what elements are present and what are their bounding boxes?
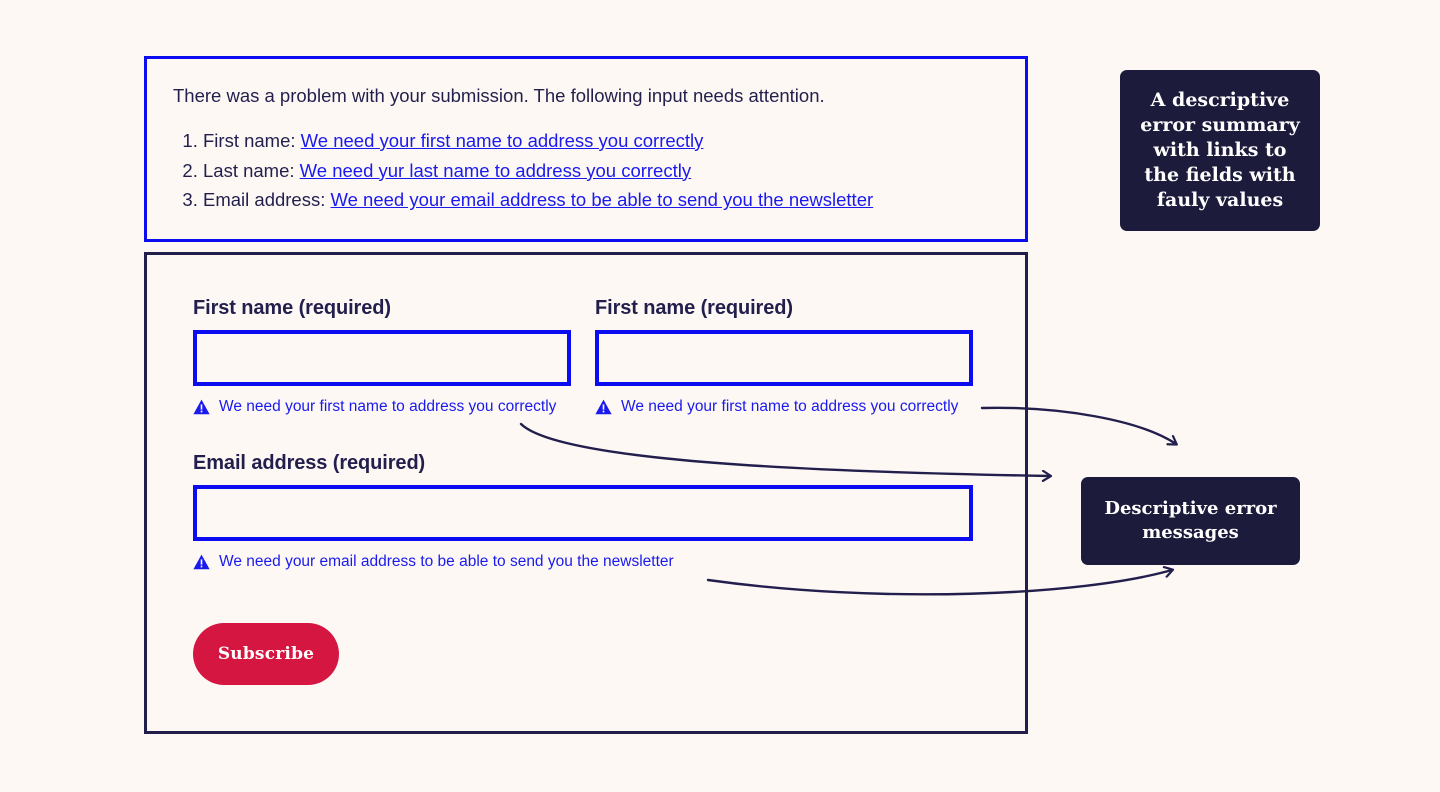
error-item-prefix: First name:: [203, 129, 296, 151]
error-message-email-address: We need your email address to be able to…: [193, 553, 973, 571]
error-summary-item: First name: We need your first name to a…: [203, 128, 999, 155]
field-last-name: First name (required) We need your first…: [595, 297, 973, 416]
label-first-name: First name (required): [193, 297, 391, 319]
name-fields-row: First name (required) We need your first…: [193, 297, 979, 416]
form-body: First name (required) We need your first…: [147, 255, 1025, 727]
error-summary-item: Email address: We need your email addres…: [203, 187, 999, 214]
warning-triangle-icon: [193, 554, 210, 570]
error-link-email[interactable]: We need your email address to be able to…: [330, 189, 874, 211]
field-first-name: First name (required) We need your first…: [193, 297, 571, 416]
input-first-name[interactable]: [193, 330, 571, 386]
field-email-address: Email address (required) We need your em…: [193, 452, 973, 571]
error-item-prefix: Last name:: [203, 159, 295, 181]
error-message-first-name: We need your first name to address you c…: [193, 398, 571, 416]
error-link-first-name[interactable]: We need your first name to address you c…: [300, 129, 704, 151]
warning-triangle-icon: [193, 399, 210, 415]
error-link-last-name[interactable]: We need yur last name to address you cor…: [299, 159, 692, 181]
error-item-prefix: Email address:: [203, 189, 326, 211]
label-email-address: Email address (required): [193, 452, 426, 474]
input-last-name[interactable]: [595, 330, 973, 386]
warning-triangle-icon: [595, 399, 612, 415]
subscribe-button[interactable]: Subscribe: [193, 623, 339, 685]
subscribe-form-card: First name (required) We need your first…: [144, 252, 1028, 734]
error-text-email-address: We need your email address to be able to…: [219, 553, 674, 570]
error-message-last-name: We need your first name to address you c…: [595, 398, 973, 416]
error-summary-intro: There was a problem with your submission…: [173, 85, 825, 106]
annotation-error-summary: A descriptive error summary with links t…: [1120, 70, 1320, 232]
annotation-error-messages: Descriptive error messages: [1081, 477, 1300, 565]
input-email-address[interactable]: [193, 485, 973, 541]
error-text-first-name: We need your first name to address you c…: [219, 398, 557, 415]
error-summary-item: Last name: We need yur last name to addr…: [203, 158, 999, 185]
error-summary-list: First name: We need your first name to a…: [173, 128, 999, 214]
error-summary-panel: There was a problem with your submission…: [144, 56, 1028, 243]
error-text-last-name: We need your first name to address you c…: [621, 398, 959, 415]
label-last-name: First name (required): [595, 297, 793, 319]
